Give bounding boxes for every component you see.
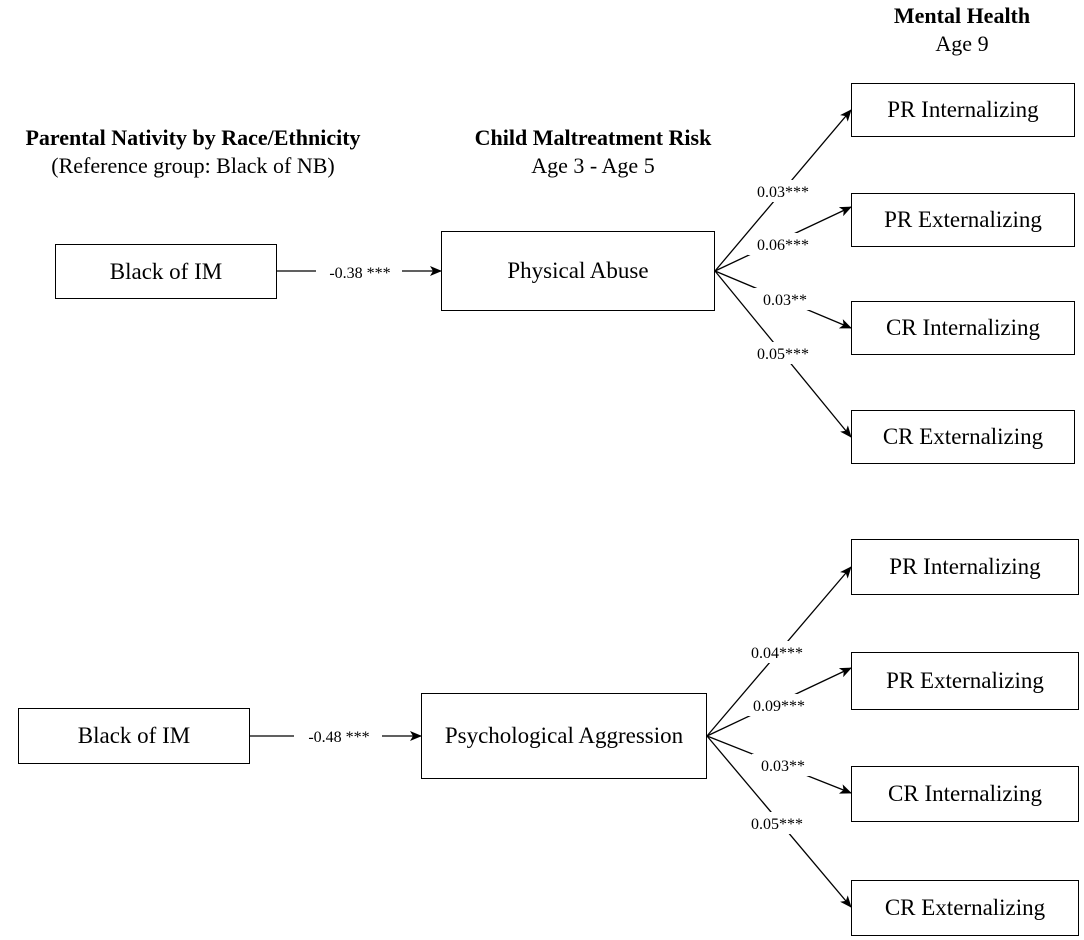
outcome-box: PR Internalizing xyxy=(851,83,1075,137)
header-mental-health-title: Mental Health xyxy=(893,3,1031,28)
outcome-box: CR Externalizing xyxy=(851,880,1079,936)
coef-label: 0.03** xyxy=(763,292,807,309)
coef-label: 0.04*** xyxy=(751,645,803,662)
path-label-predictor-to-mediator: -0.48 *** xyxy=(308,729,369,746)
predictor-box: Black of IM xyxy=(55,244,277,299)
outcome-box: PR Externalizing xyxy=(851,652,1079,710)
header-maltreatment-risk-title: Child Maltreatment Risk xyxy=(474,125,712,150)
header-mental-health: Mental Health Age 9 xyxy=(850,2,1074,58)
path-label-predictor-to-mediator: -0.38 *** xyxy=(329,265,390,282)
outcome-box: CR Internalizing xyxy=(851,301,1075,355)
coef-label: 0.06*** xyxy=(757,237,809,254)
mediator-box: Psychological Aggression xyxy=(421,693,707,779)
coef-label: 0.03*** xyxy=(757,184,809,201)
header-parental-nativity-title: Parental Nativity by Race/Ethnicity xyxy=(25,125,361,150)
predictor-box: Black of IM xyxy=(18,708,250,764)
header-mental-health-subtitle: Age 9 xyxy=(935,31,989,56)
header-parental-nativity-subtitle: (Reference group: Black of NB) xyxy=(51,153,335,178)
outcome-box: CR Externalizing xyxy=(851,410,1075,464)
header-maltreatment-risk-subtitle: Age 3 - Age 5 xyxy=(531,153,655,178)
coef-label: 0.03** xyxy=(761,758,805,775)
outcome-box: PR Externalizing xyxy=(851,193,1075,247)
header-maltreatment-risk: Child Maltreatment Risk Age 3 - Age 5 xyxy=(436,124,750,180)
header-parental-nativity: Parental Nativity by Race/Ethnicity (Ref… xyxy=(0,124,386,180)
coef-label: 0.09*** xyxy=(753,698,805,715)
coef-label: 0.05*** xyxy=(751,816,803,833)
outcome-box: CR Internalizing xyxy=(851,766,1079,822)
mediator-box: Physical Abuse xyxy=(441,231,715,311)
coef-label: 0.05*** xyxy=(757,346,809,363)
outcome-box: PR Internalizing xyxy=(851,539,1079,595)
